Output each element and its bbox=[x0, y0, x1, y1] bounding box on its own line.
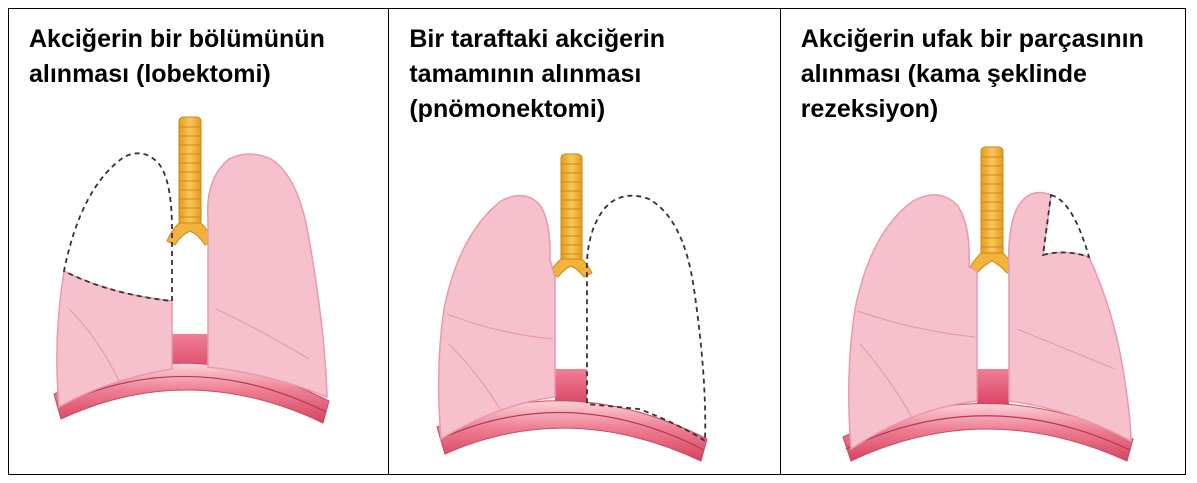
panel-wedge-resection: Akciğerin ufak bir parçasının alınması (… bbox=[780, 9, 1185, 474]
removed-lobe-outline bbox=[64, 153, 172, 301]
panel-lobectomy: Akciğerin bir bölümünün alınması (lobekt… bbox=[9, 9, 388, 474]
panel-pneumonectomy: Bir taraftaki akciğerin tamamının alınma… bbox=[388, 9, 779, 474]
lung-right bbox=[208, 154, 327, 397]
lung-right bbox=[1008, 193, 1130, 441]
pneumonectomy-illustration bbox=[389, 9, 781, 476]
trachea bbox=[167, 117, 213, 245]
trachea bbox=[550, 154, 592, 277]
wedge-resection-illustration bbox=[781, 9, 1187, 476]
lobectomy-illustration bbox=[9, 9, 389, 476]
removed-wedge-outline bbox=[1043, 195, 1089, 257]
illustration-grid: Akciğerin bir bölümünün alınması (lobekt… bbox=[8, 8, 1186, 475]
